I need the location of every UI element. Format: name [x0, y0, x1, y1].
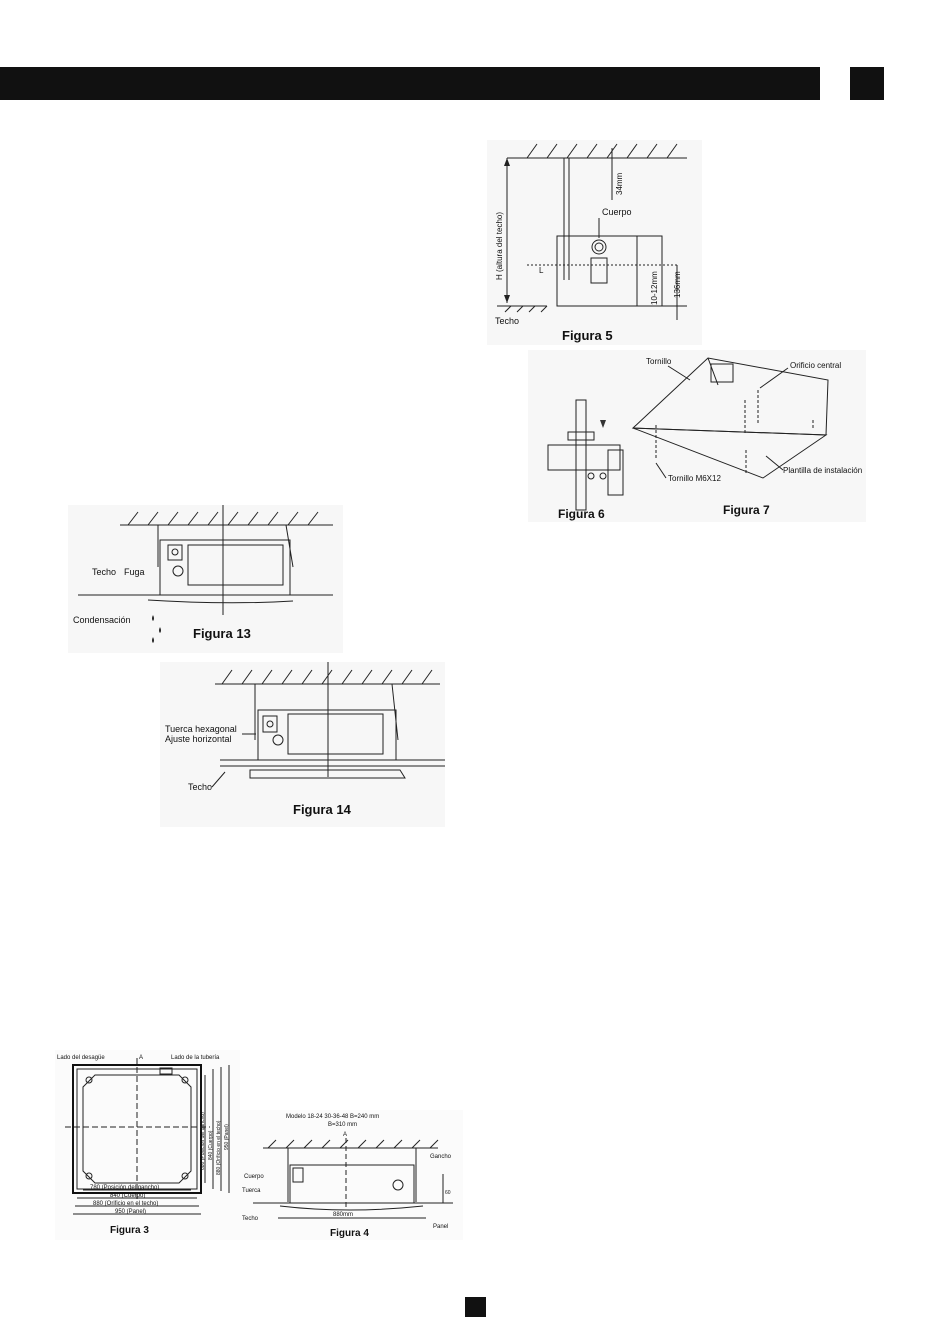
floor-hatch — [497, 305, 548, 313]
figure-14-tuerca-label: Tuerca hexagonal — [165, 724, 237, 734]
ceiling-hatch — [263, 1139, 439, 1149]
figure-7-tornillo-label: Tornillo — [646, 357, 672, 366]
header-bar — [0, 67, 820, 100]
figure-14-ajuste-label: Ajuste horizontal — [165, 734, 232, 744]
figure-7-m6-label: Tornillo M6X12 — [668, 474, 721, 483]
figure-5-l-label: L — [539, 266, 544, 275]
figure-5-height-label: H (altura del techo) — [495, 212, 504, 280]
figure-4-model-line-1: Modelo 18-24 30-36-48 B=240 mm — [286, 1114, 379, 1120]
figure-3-tuberia-label: Lado de la tubería — [171, 1055, 220, 1061]
figure-14-techo-label: Techo — [188, 782, 212, 792]
figure-5-136mm-label: 136mm — [673, 271, 682, 298]
figure-4-caption: Figura 4 — [330, 1228, 369, 1239]
figure-5-caption: Figura 5 — [562, 328, 613, 343]
figure-14-drawing: Tuerca hexagonal Ajuste horizontal Techo… — [165, 662, 445, 817]
figure-4-gancho-label: Gancho — [430, 1154, 452, 1160]
figure-3-caption: Figura 3 — [110, 1225, 149, 1236]
figure-3-dim-880: 880 (Orificio en el techo) — [93, 1201, 158, 1207]
figure-4-drawing: Modelo 18-24 30-36-48 B=240 mm B=310 mm … — [242, 1114, 453, 1239]
figure-3-vdim-950: 950 (Panel) — [224, 1124, 230, 1150]
figure-7-plantilla-label: Plantilla de instalación — [783, 466, 862, 475]
figure-3-dim-950: 950 (Panel) — [115, 1209, 146, 1215]
figure-13-condensacion-label: Condensación — [73, 615, 131, 625]
figure-13-drawing: Techo Fuga Condensación Figura 13 — [73, 505, 333, 643]
figure-4-cuerpo-label: Cuerpo — [244, 1174, 264, 1180]
figure-5-cuerpo-label: Cuerpo — [602, 207, 632, 217]
figure-3-a-label: A — [139, 1055, 143, 1061]
figure-3-dim-780: 780 (Posición del gancho) — [90, 1185, 159, 1191]
figure-3-vdim-840: 840 (Cuerpo) — [208, 1130, 214, 1160]
figure-3: 680 (Posición del gancho) 840 (Cuerpo) 8… — [55, 1050, 240, 1240]
figure-7-orificio-label: Orificio central — [790, 361, 841, 370]
figure-3-desague-label: Lado del desagüe — [57, 1055, 105, 1061]
figure-5-10-12mm-label: 10-12mm — [650, 271, 659, 305]
figure-13: Techo Fuga Condensación Figura 13 — [68, 505, 343, 653]
ceiling-hatch — [507, 143, 687, 159]
figure-4: Modelo 18-24 30-36-48 B=240 mm B=310 mm … — [238, 1110, 463, 1240]
figure-5-techo-label: Techo — [495, 316, 519, 326]
figure-6-caption: Figura 6 — [558, 507, 605, 521]
figure-4-panel-label: Panel — [433, 1224, 448, 1230]
figure-4-dim-880: 880mm — [333, 1212, 353, 1218]
figure-13-fuga-label: Fuga — [124, 567, 145, 577]
figure-14: Tuerca hexagonal Ajuste horizontal Techo… — [160, 662, 445, 827]
header-section-marker — [850, 67, 884, 100]
ceiling-hatch — [120, 511, 333, 526]
figure-4-tuerca-label: Tuerca — [242, 1188, 261, 1194]
figure-5: H (altura del techo) 34mm 10-12mm 136mm … — [487, 140, 702, 345]
figure-3-vdim-880: 880 (Orificio en el techo) — [216, 1120, 222, 1175]
figure-5-34mm-label: 34mm — [615, 172, 624, 195]
figure-4-dim-60: 60 — [445, 1190, 451, 1196]
figure-14-caption: Figura 14 — [293, 802, 352, 817]
figure-4-a-label: A — [343, 1132, 347, 1138]
figure-3-vdim-680: 680 (Posición del gancho) — [200, 1112, 206, 1170]
figure-5-drawing: H (altura del techo) 34mm 10-12mm 136mm … — [495, 143, 687, 343]
figure-4-techo-label: Techo — [242, 1216, 259, 1222]
figure-7-caption: Figura 7 — [723, 503, 770, 517]
page-number-marker — [465, 1297, 486, 1317]
figure-3-drawing: 680 (Posición del gancho) 840 (Cuerpo) 8… — [57, 1055, 230, 1236]
figure-6-7: Figura 6 Tornillo Orificio central Plant… — [528, 350, 866, 522]
figure-13-caption: Figura 13 — [193, 626, 251, 641]
figure-4-model-line-2: B=310 mm — [328, 1122, 357, 1128]
figure-6-7-drawing: Figura 6 Tornillo Orificio central Plant… — [547, 357, 862, 521]
figure-13-techo-label: Techo — [92, 567, 116, 577]
figure-3-dim-840: 840 (Cuerpo) — [110, 1193, 145, 1199]
